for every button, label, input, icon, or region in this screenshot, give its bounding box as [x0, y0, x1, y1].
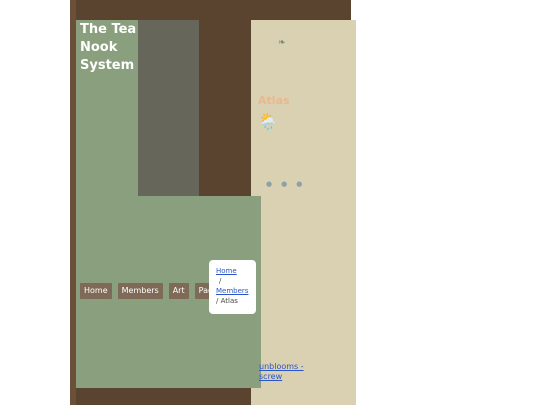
- title-panel: [76, 20, 138, 200]
- nav-art-button[interactable]: Art: [168, 283, 189, 299]
- main-nav: Home Members Art Pages: [80, 283, 227, 299]
- nav-members-button[interactable]: Members: [117, 283, 163, 299]
- weather-icon: 🌦️: [258, 112, 278, 131]
- footer-link[interactable]: unblooms - screw: [259, 362, 304, 381]
- site-title: The Tea Nook System: [80, 22, 137, 73]
- sidebar-faded-text: [270, 62, 310, 82]
- breadcrumb-separator: /: [219, 277, 222, 285]
- breadcrumb-members-link[interactable]: Members: [216, 287, 249, 295]
- sidebar: [251, 20, 356, 405]
- breadcrumb-current-label: Atlas: [220, 297, 238, 305]
- header-grey-panel: [138, 20, 199, 200]
- sidebar-dots: ●●●: [266, 180, 312, 188]
- breadcrumb-separator: /: [216, 297, 219, 305]
- breadcrumb-current: / Atlas: [216, 296, 252, 306]
- leaf-icon: ❧: [278, 38, 286, 48]
- breadcrumb: Home / Members / Atlas: [209, 260, 256, 314]
- nav-home-button[interactable]: Home: [80, 283, 112, 299]
- sidebar-heading: Atlas: [258, 94, 290, 107]
- page-left-edge: [70, 0, 76, 405]
- breadcrumb-home-link[interactable]: Home: [216, 267, 237, 275]
